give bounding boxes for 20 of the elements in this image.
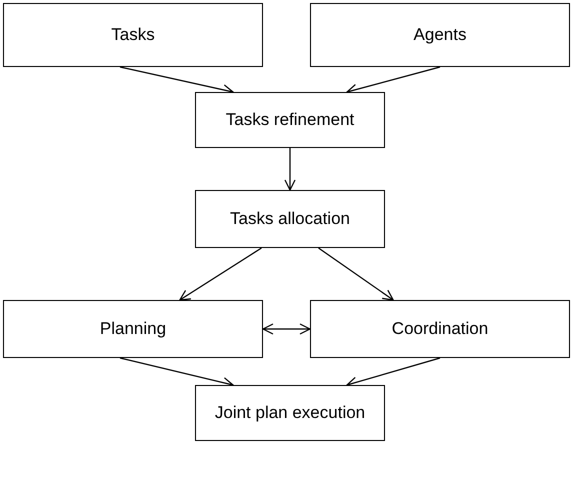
process-box (195, 92, 385, 148)
process-box (310, 3, 570, 67)
box-label: Planning (100, 318, 166, 340)
box-label: Tasks refinement (226, 109, 354, 132)
process-box (195, 190, 385, 248)
box-label: Coordination (392, 318, 488, 340)
arrow (318, 248, 394, 301)
process-box (195, 385, 385, 441)
process-box (310, 300, 570, 358)
arrow (346, 66, 440, 95)
box-label: Agents (414, 24, 466, 46)
process-box (3, 300, 263, 358)
box-label: Joint plan execution (214, 402, 366, 424)
process-box (3, 3, 263, 67)
arrow (179, 248, 262, 301)
arrow (284, 148, 296, 191)
box-label: Tasks (111, 24, 155, 46)
arrow (262, 323, 311, 335)
box-label: Tasks allocation (230, 208, 350, 230)
arrow (346, 357, 440, 388)
